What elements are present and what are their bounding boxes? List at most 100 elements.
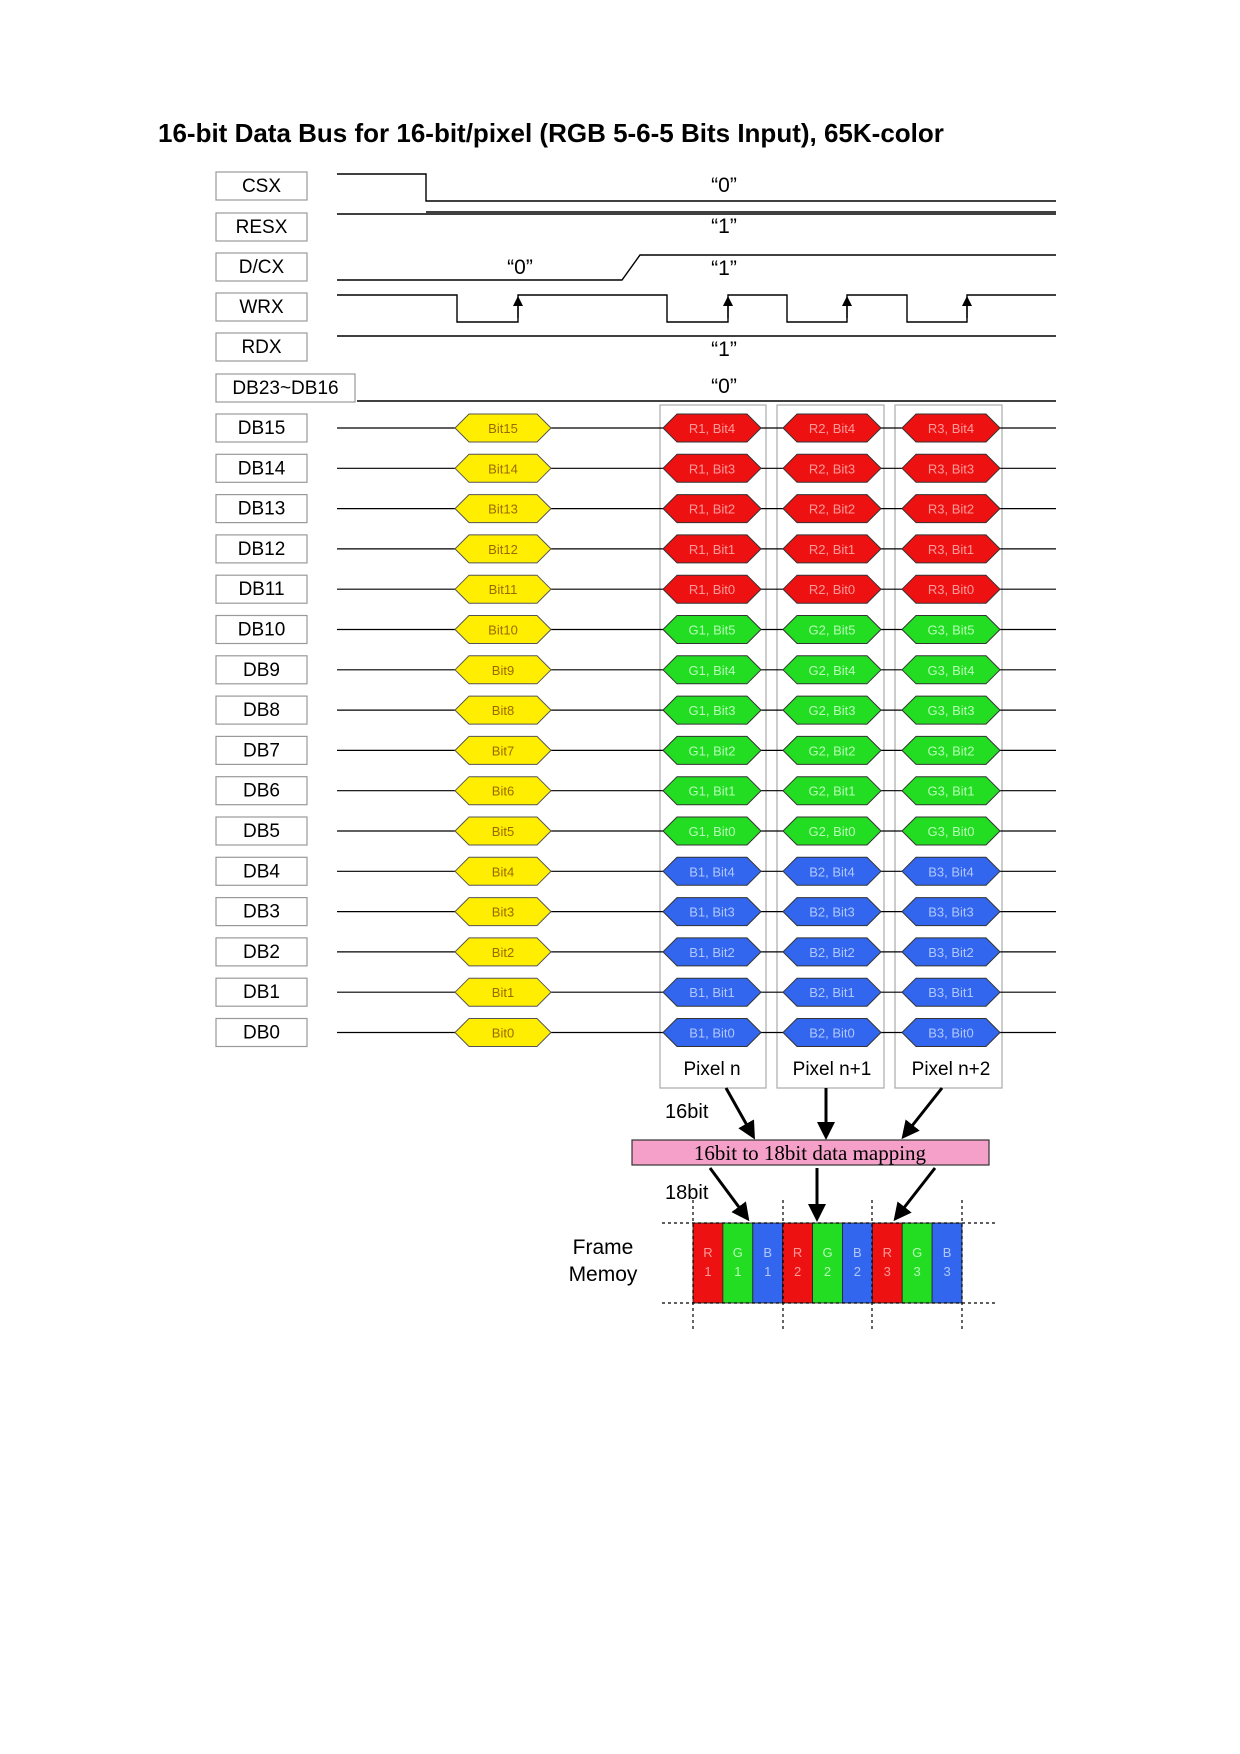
pixel-bit-label-db10-1: G1, Bit5 <box>689 623 736 638</box>
pixel-bit-label-db11-2: R2, Bit0 <box>809 582 855 597</box>
frame-cell-number-g3: 3 <box>914 1264 921 1279</box>
pixel-bit-label-db15-3: R3, Bit4 <box>928 421 974 436</box>
pixel-bit-shape-db2-2 <box>782 937 882 967</box>
pixel-bit-label-db9-2: G2, Bit4 <box>809 663 856 678</box>
csx-value: “0” <box>711 174 737 197</box>
pixel-bit-shape-db7-2 <box>782 735 882 765</box>
cmd-bit-shape-db13 <box>454 494 552 524</box>
pixel-bit-shape-db13-1 <box>662 494 762 524</box>
pixel-bit-label-db6-1: G1, Bit1 <box>689 784 736 799</box>
cmd-bit-shape-db6 <box>454 776 552 806</box>
pixel-column-frame-3 <box>894 404 1003 1089</box>
cmd-bit-label-db11: Bit11 <box>489 582 518 597</box>
db23-db16-value: “0” <box>711 375 737 398</box>
cmd-bit-label-db10: Bit10 <box>488 623 518 638</box>
frame-memory-label-line-1: Frame <box>573 1236 634 1259</box>
signal-label-box-db15 <box>215 413 308 443</box>
pixel-bit-label-db14-3: R3, Bit3 <box>928 461 974 476</box>
pixel-bit-label-db12-2: R2, Bit1 <box>809 542 855 557</box>
cmd-bit-label-db7: Bit7 <box>492 743 514 758</box>
pixel-bit-shape-db2-3 <box>901 937 1001 967</box>
frame-cell-number-r1: 1 <box>704 1264 711 1279</box>
pixel-bit-shape-db3-1 <box>662 897 762 927</box>
pixel-bit-label-db6-3: G3, Bit1 <box>928 784 975 799</box>
signal-label-db9: DB9 <box>243 660 280 681</box>
pixel-bit-shape-db3-3 <box>901 897 1001 927</box>
cmd-bit-label-db15: Bit15 <box>488 421 518 436</box>
pixel-bit-shape-db8-1 <box>662 695 762 725</box>
pixel-label-1: Pixel n <box>683 1059 740 1080</box>
pixel-bit-label-db0-1: B1, Bit0 <box>689 1026 735 1041</box>
arrow-mapping-to-pixel-3 <box>893 1167 937 1222</box>
pixel-bit-shape-db10-1 <box>662 615 762 644</box>
frame-cell-g2 <box>812 1222 843 1304</box>
cmd-bit-label-db6: Bit6 <box>492 784 514 799</box>
pixel-bit-label-db15-1: R1, Bit4 <box>689 421 735 436</box>
cmd-bit-shape-db8 <box>454 695 552 725</box>
frame-cell-number-b2: 2 <box>854 1264 861 1279</box>
pixel-bit-label-db4-1: B1, Bit4 <box>689 864 735 879</box>
pixel-bit-shape-db13-2 <box>782 494 882 524</box>
pixel-bit-label-db12-1: R1, Bit1 <box>689 542 735 557</box>
pixel-bit-shape-db8-2 <box>782 695 882 725</box>
signal-label-db11: DB11 <box>238 579 284 600</box>
cmd-bit-label-db9: Bit9 <box>492 663 514 678</box>
pixel-bit-label-db8-2: G2, Bit3 <box>809 703 856 718</box>
signal-label-box-db2 <box>215 937 308 967</box>
frame-cell-letter-b3: B <box>943 1245 952 1260</box>
dcx-waveform <box>337 254 1056 281</box>
frame-cell-letter-g2: G <box>822 1245 832 1260</box>
pixel-bit-shape-db4-3 <box>901 856 1001 886</box>
cmd-bit-label-db3: Bit3 <box>492 905 514 920</box>
frame-cell-r1 <box>692 1222 724 1304</box>
cmd-bit-shape-db1 <box>454 977 552 1007</box>
signal-label-d-cx: D/CX <box>239 257 285 278</box>
pixel-bit-label-db7-3: G3, Bit2 <box>928 743 975 758</box>
pixel-bit-shape-db9-3 <box>901 655 1001 685</box>
cmd-bit-label-db8: Bit8 <box>492 703 514 718</box>
signal-label-db7: DB7 <box>243 740 280 761</box>
pixel-bit-shape-db6-3 <box>901 776 1001 806</box>
pixel-bit-label-db15-2: R2, Bit4 <box>809 421 855 436</box>
pixel-bit-label-db10-3: G3, Bit5 <box>928 623 975 638</box>
cmd-bit-shape-db14 <box>454 453 552 483</box>
pixel-bit-shape-db11-1 <box>662 574 762 604</box>
pixel-bit-shape-db14-3 <box>901 453 1001 483</box>
frame-cell-r2 <box>782 1222 813 1304</box>
frame-cell-r3 <box>871 1222 903 1304</box>
signal-label-box-d-cx <box>215 252 308 282</box>
pixel-bit-label-db0-2: B2, Bit0 <box>809 1026 855 1041</box>
cmd-bit-shape-db15 <box>454 413 552 443</box>
signal-label-db14: DB14 <box>238 458 286 479</box>
pixel-bit-label-db5-1: G1, Bit0 <box>689 824 736 839</box>
dcx-value-low: “0” <box>507 256 533 279</box>
signal-label-box-db3 <box>215 896 308 927</box>
pixel-bit-shape-db12-1 <box>662 534 762 564</box>
cmd-bit-label-db1: Bit1 <box>492 985 514 1000</box>
frame-cell-g1 <box>722 1222 754 1304</box>
page-title: 16-bit Data Bus for 16-bit/pixel (RGB 5-… <box>158 118 944 148</box>
pixel-bit-label-db1-3: B3, Bit1 <box>928 985 974 1000</box>
frame-cell-letter-b1: B <box>763 1245 772 1260</box>
signal-label-db12: DB12 <box>238 539 286 560</box>
pixel-bit-shape-db14-2 <box>782 453 882 483</box>
pixel-bit-label-db4-3: B3, Bit4 <box>928 864 974 879</box>
cmd-bit-shape-db5 <box>454 816 552 846</box>
pixel-bit-label-db9-3: G3, Bit4 <box>928 663 975 678</box>
pixel-label-3: Pixel n+2 <box>912 1059 991 1080</box>
signal-label-rdx: RDX <box>241 337 281 358</box>
pixel-bit-label-db8-3: G3, Bit3 <box>928 703 975 718</box>
pixel-bit-label-db1-1: B1, Bit1 <box>689 985 735 1000</box>
frame-cell-number-g2: 2 <box>824 1264 831 1279</box>
signal-label-box-db6 <box>215 776 308 806</box>
pixel-bit-label-db5-2: G2, Bit0 <box>809 824 856 839</box>
pixel-bit-label-db4-2: B2, Bit4 <box>809 864 855 879</box>
frame-cell-number-r2: 2 <box>794 1264 801 1279</box>
arrow-mapping-to-pixel-1 <box>708 1167 750 1222</box>
signal-label-box-db14 <box>215 453 308 483</box>
pixel-bit-label-db11-1: R1, Bit0 <box>689 582 735 597</box>
signal-label-csx: CSX <box>242 176 281 197</box>
arrow-pixel-n-to-mapping <box>724 1087 755 1140</box>
cmd-bit-label-db2: Bit2 <box>492 945 514 960</box>
